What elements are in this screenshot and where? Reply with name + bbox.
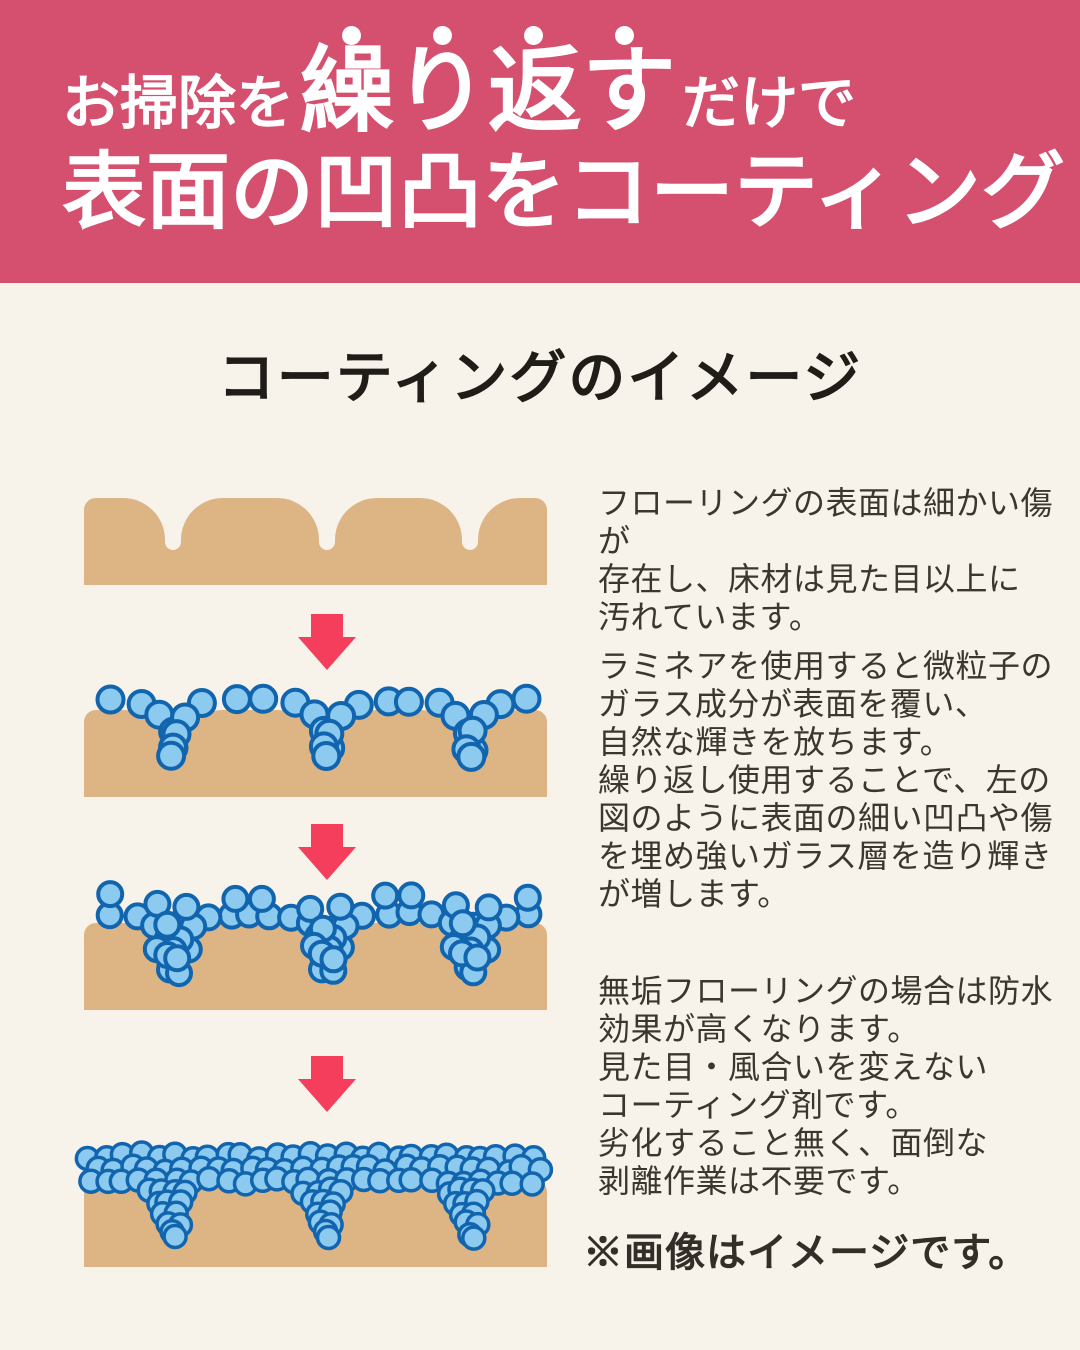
down-arrow-shape [298, 824, 356, 880]
headline-line2: 表面の凹凸をコーティング [62, 145, 1065, 239]
paragraph-solid-wood-benefits: 無垢フローリングの場合は防水 効果が高くなります。 見た目・風合いを変えない コ… [598, 973, 1054, 1199]
paragraph-surface-scratches: フローリングの表面は細かい傷が 存在し、床材は見た目以上に 汚れています。 [598, 485, 1054, 635]
emphasis-dot [615, 26, 635, 45]
glass-particle [398, 1167, 424, 1193]
glass-particle [162, 1223, 188, 1250]
glass-particle [96, 880, 125, 909]
emphasis-dots [306, 26, 670, 45]
emphasis-dot [433, 26, 453, 45]
glass-particle [513, 883, 542, 912]
glass-particle [296, 894, 325, 923]
glass-particle [311, 741, 342, 771]
glass-particle [315, 1224, 342, 1251]
glass-particle [221, 884, 250, 913]
glass-particle [448, 909, 477, 938]
glass-particle [326, 892, 355, 921]
headline-line1-pre: お掃除を [62, 71, 295, 136]
emphasis-dot [342, 26, 362, 45]
down-arrow-shape [298, 614, 356, 670]
glass-particle [156, 740, 187, 771]
floor-cross-section [84, 498, 547, 585]
glass-particle [163, 944, 192, 973]
headline-line1-post: だけで [682, 71, 857, 136]
glass-particle [511, 683, 542, 714]
diagram-stage-4-full-coating [74, 1140, 554, 1267]
glass-particle [247, 884, 276, 913]
glass-particle [463, 943, 492, 972]
glass-particle [397, 881, 426, 910]
headline-emphasis-text: 繰り返す [300, 38, 677, 143]
header-banner: お掃除を 繰り返す だけで 表面の凹凸をコーティング [0, 0, 1080, 283]
section-title: コーティングのイメージ [217, 346, 863, 410]
glass-particle [393, 686, 424, 717]
glass-particle [474, 893, 503, 922]
down-arrow-icon [298, 1056, 356, 1112]
glass-particle [95, 684, 126, 715]
headline-line1-emphasis: 繰り返す [300, 26, 676, 138]
glass-particle [461, 1225, 487, 1251]
note-image-disclaimer: ※画像はイメージです。 [583, 1231, 1030, 1275]
emphasis-dot [524, 26, 544, 45]
down-arrow-icon [298, 614, 356, 670]
down-arrow-shape [298, 1056, 356, 1112]
glass-particle [371, 881, 400, 910]
headline-line1: お掃除を 繰り返す だけで [62, 26, 857, 138]
glass-particle [248, 683, 279, 714]
diagram-stage-2-first-coat [84, 683, 547, 797]
glass-particle [319, 945, 348, 974]
glass-particle [153, 910, 182, 939]
glass-particle [221, 684, 252, 715]
paragraph-glass-coating-effect: ラミネアを使用すると微粒子の ガラス成分が表面を覆い、 自然な輝きを放ちます。 … [598, 648, 1054, 912]
glass-particle [456, 741, 487, 772]
diagram-stage-1-bare-floor [84, 498, 547, 585]
diagram-stage-3-repeat-coat [84, 880, 547, 1010]
glass-particle [172, 892, 201, 921]
down-arrow-icon [298, 824, 356, 880]
glass-particle [519, 1171, 545, 1197]
